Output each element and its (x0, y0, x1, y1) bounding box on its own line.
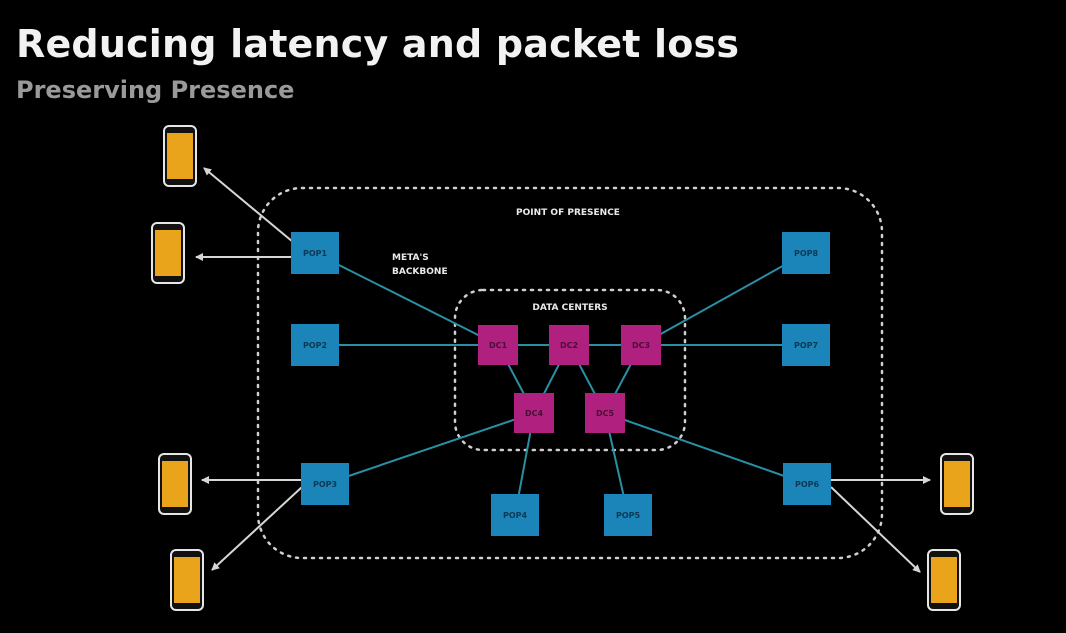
data-centers-region (453, 288, 687, 452)
phone-icon (170, 549, 204, 611)
dc-label: DC3 (632, 341, 650, 350)
pop-box (291, 232, 339, 274)
dc-box (585, 393, 625, 433)
pop-node-pop4[interactable]: POP4 (491, 494, 539, 536)
pop-node-pop5[interactable]: POP5 (604, 494, 652, 536)
phone-icon (151, 222, 185, 284)
dc-box (478, 325, 518, 365)
dc-label: DC2 (560, 341, 578, 350)
dc-label: DC4 (525, 409, 544, 418)
dc-node-dc4[interactable]: DC4 (514, 393, 554, 433)
pop-box (782, 232, 830, 274)
pop-label: POP5 (616, 511, 641, 520)
point-of-presence-region (256, 186, 884, 560)
pop-label: POP6 (795, 480, 820, 489)
phone-icon (163, 125, 197, 187)
pop-label: POP2 (303, 341, 327, 350)
pop-box (783, 463, 831, 505)
dc-node-dc3[interactable]: DC3 (621, 325, 661, 365)
pop-label: POP3 (313, 480, 337, 489)
backbone-label-line1: META'S (392, 253, 429, 263)
dc-box (549, 325, 589, 365)
dc-label: DC5 (596, 409, 615, 418)
dc-label: DC1 (489, 341, 508, 350)
point-of-presence-label: POINT OF PRESENCE (516, 208, 620, 218)
backbone-label-line2: BACKBONE (392, 267, 448, 277)
arrow-to-phone4 (211, 486, 303, 571)
pop-label: POP4 (503, 511, 528, 520)
dc-node-dc2[interactable]: DC2 (549, 325, 589, 365)
pop-node-pop8[interactable]: POP8 (782, 232, 830, 274)
pop-node-pop7[interactable]: POP7 (782, 324, 830, 366)
pop-box (491, 494, 539, 536)
pop-node-pop6[interactable]: POP6 (783, 463, 831, 505)
link-dc4-pop3 (324, 412, 535, 485)
pop-label: POP1 (303, 249, 328, 258)
pop-box (301, 463, 349, 505)
pop-box (604, 494, 652, 536)
data-centers-label: DATA CENTERS (532, 303, 607, 313)
phone-icon (927, 549, 961, 611)
pop-node-pop2[interactable]: POP2 (291, 324, 339, 366)
slide-subtitle: Preserving Presence (16, 76, 295, 104)
dc-box (621, 325, 661, 365)
slide-title: Reducing latency and packet loss (16, 22, 740, 66)
phone-icon (940, 453, 974, 515)
pop-node-pop3[interactable]: POP3 (301, 463, 349, 505)
dc-node-dc1[interactable]: DC1 (478, 325, 518, 365)
link-dc3-pop8 (640, 252, 807, 346)
pop-box (782, 324, 830, 366)
pop-node-pop1[interactable]: POP1 (291, 232, 339, 274)
dc-box (514, 393, 554, 433)
link-pop1-dc1 (314, 252, 499, 346)
phone-icon (158, 453, 192, 515)
pop-box (291, 324, 339, 366)
client-devices (151, 125, 974, 611)
dc-node-dc5[interactable]: DC5 (585, 393, 625, 433)
arrow-to-phone6 (830, 486, 921, 573)
backbone-links (314, 252, 808, 516)
device-arrows (195, 167, 931, 573)
link-dc5-pop6 (604, 412, 808, 485)
pop-label: POP8 (794, 249, 819, 258)
pop-label: POP7 (794, 341, 818, 350)
arrow-to-phone1 (203, 167, 294, 243)
